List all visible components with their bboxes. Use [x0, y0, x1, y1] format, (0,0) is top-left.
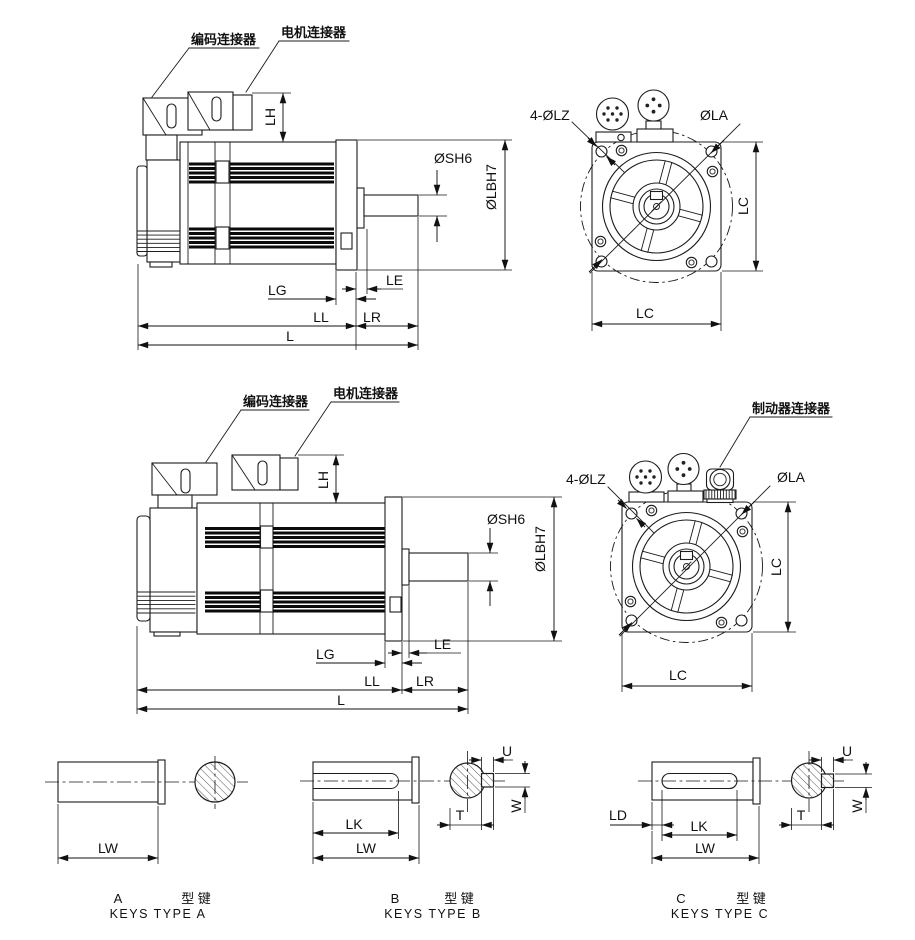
front-view-middle: 制动器连接器 4-ØLZ ØLA LC LC [566, 401, 833, 692]
motor-connector [231, 454, 299, 491]
dim-ll: LL [313, 309, 329, 325]
motor-connector-front [667, 452, 704, 503]
dim-lg: LG [316, 646, 335, 662]
dim-lk: LK [690, 818, 708, 834]
key-type-b: LK LW U W T B 型 键 KEYS TYPE B [300, 743, 530, 921]
dim-w: W [508, 799, 524, 813]
dim-ld: LD [609, 807, 627, 823]
dim-lh: LH [262, 108, 278, 126]
mount-hole [735, 507, 748, 520]
motor-connector-label: 电机连接器 [281, 25, 347, 40]
face-spokes [610, 160, 703, 253]
key-c-letter: C [676, 891, 685, 906]
dim-lr: LR [416, 673, 434, 689]
dim-le: LE [386, 272, 403, 288]
dim-w: W [849, 799, 865, 813]
cooling-fins [189, 162, 334, 184]
dim-l: L [337, 692, 345, 708]
connector-pins [635, 469, 656, 485]
flange-and-shaft [384, 496, 469, 642]
key-a-caption-en: KEYS TYPE A [110, 907, 207, 921]
dim-t: T [797, 807, 806, 823]
motor-rear-cap [136, 159, 181, 268]
connector-pins [675, 460, 692, 478]
cooling-fins [189, 227, 334, 249]
key-a-letter: A [114, 891, 123, 906]
dim-shaft-dia: ØSH6 [487, 511, 525, 527]
dim-lw: LW [98, 840, 119, 856]
dim-lc-vertical: LC [768, 558, 784, 576]
mount-hole [595, 145, 608, 158]
dim-bolt-circle: ØLA [777, 469, 806, 485]
dim-lc-vertical: LC [735, 197, 751, 215]
dim-bolt-circle: ØLA [700, 107, 729, 123]
mount-hole [735, 614, 748, 627]
connector-pins [645, 97, 662, 114]
rear-cap-ribs [137, 230, 180, 252]
front-view-top: 4-ØLZ ØLA LC LC [530, 89, 763, 331]
dim-lk: LK [345, 816, 363, 832]
dim-le: LE [434, 636, 451, 652]
key-cross-section [820, 773, 835, 789]
key-b-caption-en: KEYS TYPE B [384, 907, 482, 921]
key-b-type-cn: 型 键 [444, 891, 474, 906]
key-b-letter: B [391, 891, 400, 906]
rear-cap-ribs [137, 591, 196, 614]
encoder-connector-front [628, 460, 665, 503]
mount-hole [625, 507, 638, 520]
key-type-c: LD LK LW U W T C 型 键 KEYS TYPE C [609, 743, 872, 921]
encoder-connector [151, 462, 218, 509]
side-view-top: 编码连接器 电机连接器 [136, 25, 512, 350]
motor-body [196, 502, 399, 635]
encoder-connector-front [595, 97, 632, 143]
face-spokes [640, 520, 733, 613]
key-type-a: LW A 型 键 KEYS TYPE A [45, 756, 248, 921]
dim-lh: LH [315, 471, 331, 489]
dim-ll: LL [364, 673, 380, 689]
dim-lr: LR [363, 309, 381, 325]
dim-u: U [842, 743, 852, 759]
shaft-keyway-notch [679, 550, 694, 561]
motor-connector [187, 91, 253, 131]
motor-connector-front [636, 89, 674, 143]
mount-hole [705, 145, 718, 158]
motor-connector-label: 电机连接器 [333, 386, 399, 401]
dim-lw: LW [695, 840, 716, 856]
key-cross-section [480, 772, 495, 788]
connector-pins [602, 106, 623, 122]
dim-lw: LW [356, 840, 377, 856]
dim-mount-holes: 4-ØLZ [566, 471, 606, 487]
dim-mount-holes: 4-ØLZ [530, 107, 570, 123]
dim-pilot-dia: ØLBH7 [483, 164, 499, 210]
flange-and-shaft [335, 139, 419, 271]
dim-l: L [286, 328, 294, 344]
dim-shaft-dia: ØSH6 [434, 150, 472, 166]
key-c-caption-en: KEYS TYPE C [671, 907, 769, 921]
dim-pilot-dia: ØLBH7 [532, 526, 548, 572]
motor-rear-cap [136, 507, 198, 637]
face-screws [624, 504, 749, 629]
dimensions: LH ØSH6 ØLBH7 LG LE LL LR L [136, 454, 562, 714]
encoder-connector-label: 编码连接器 [191, 32, 257, 47]
brake-connector-label: 制动器连接器 [752, 401, 831, 416]
dim-lg: LG [268, 282, 287, 298]
encoder-connector-label: 编码连接器 [243, 394, 309, 409]
knurl-ribs [705, 490, 736, 499]
dim-lc-horizontal: LC [669, 667, 687, 683]
shaft-keyway-notch [649, 190, 664, 201]
cooling-fins [205, 591, 392, 613]
dim-u: U [502, 743, 512, 759]
face-screws [594, 144, 719, 269]
brake-connector-front [703, 468, 737, 504]
cooling-fins [205, 527, 392, 548]
key-c-type-cn: 型 键 [736, 891, 766, 906]
key-a-type-cn: 型 键 [181, 891, 211, 906]
dimensions: LH ØSH6 ØLBH7 LG LE LL LR L [137, 92, 512, 350]
side-view-middle: 编码连接器 电机连接器 LH [136, 386, 562, 714]
dim-lc-horizontal: LC [636, 305, 654, 321]
mount-hole [705, 255, 718, 268]
motor-body [179, 141, 337, 265]
dim-t: T [456, 807, 465, 823]
